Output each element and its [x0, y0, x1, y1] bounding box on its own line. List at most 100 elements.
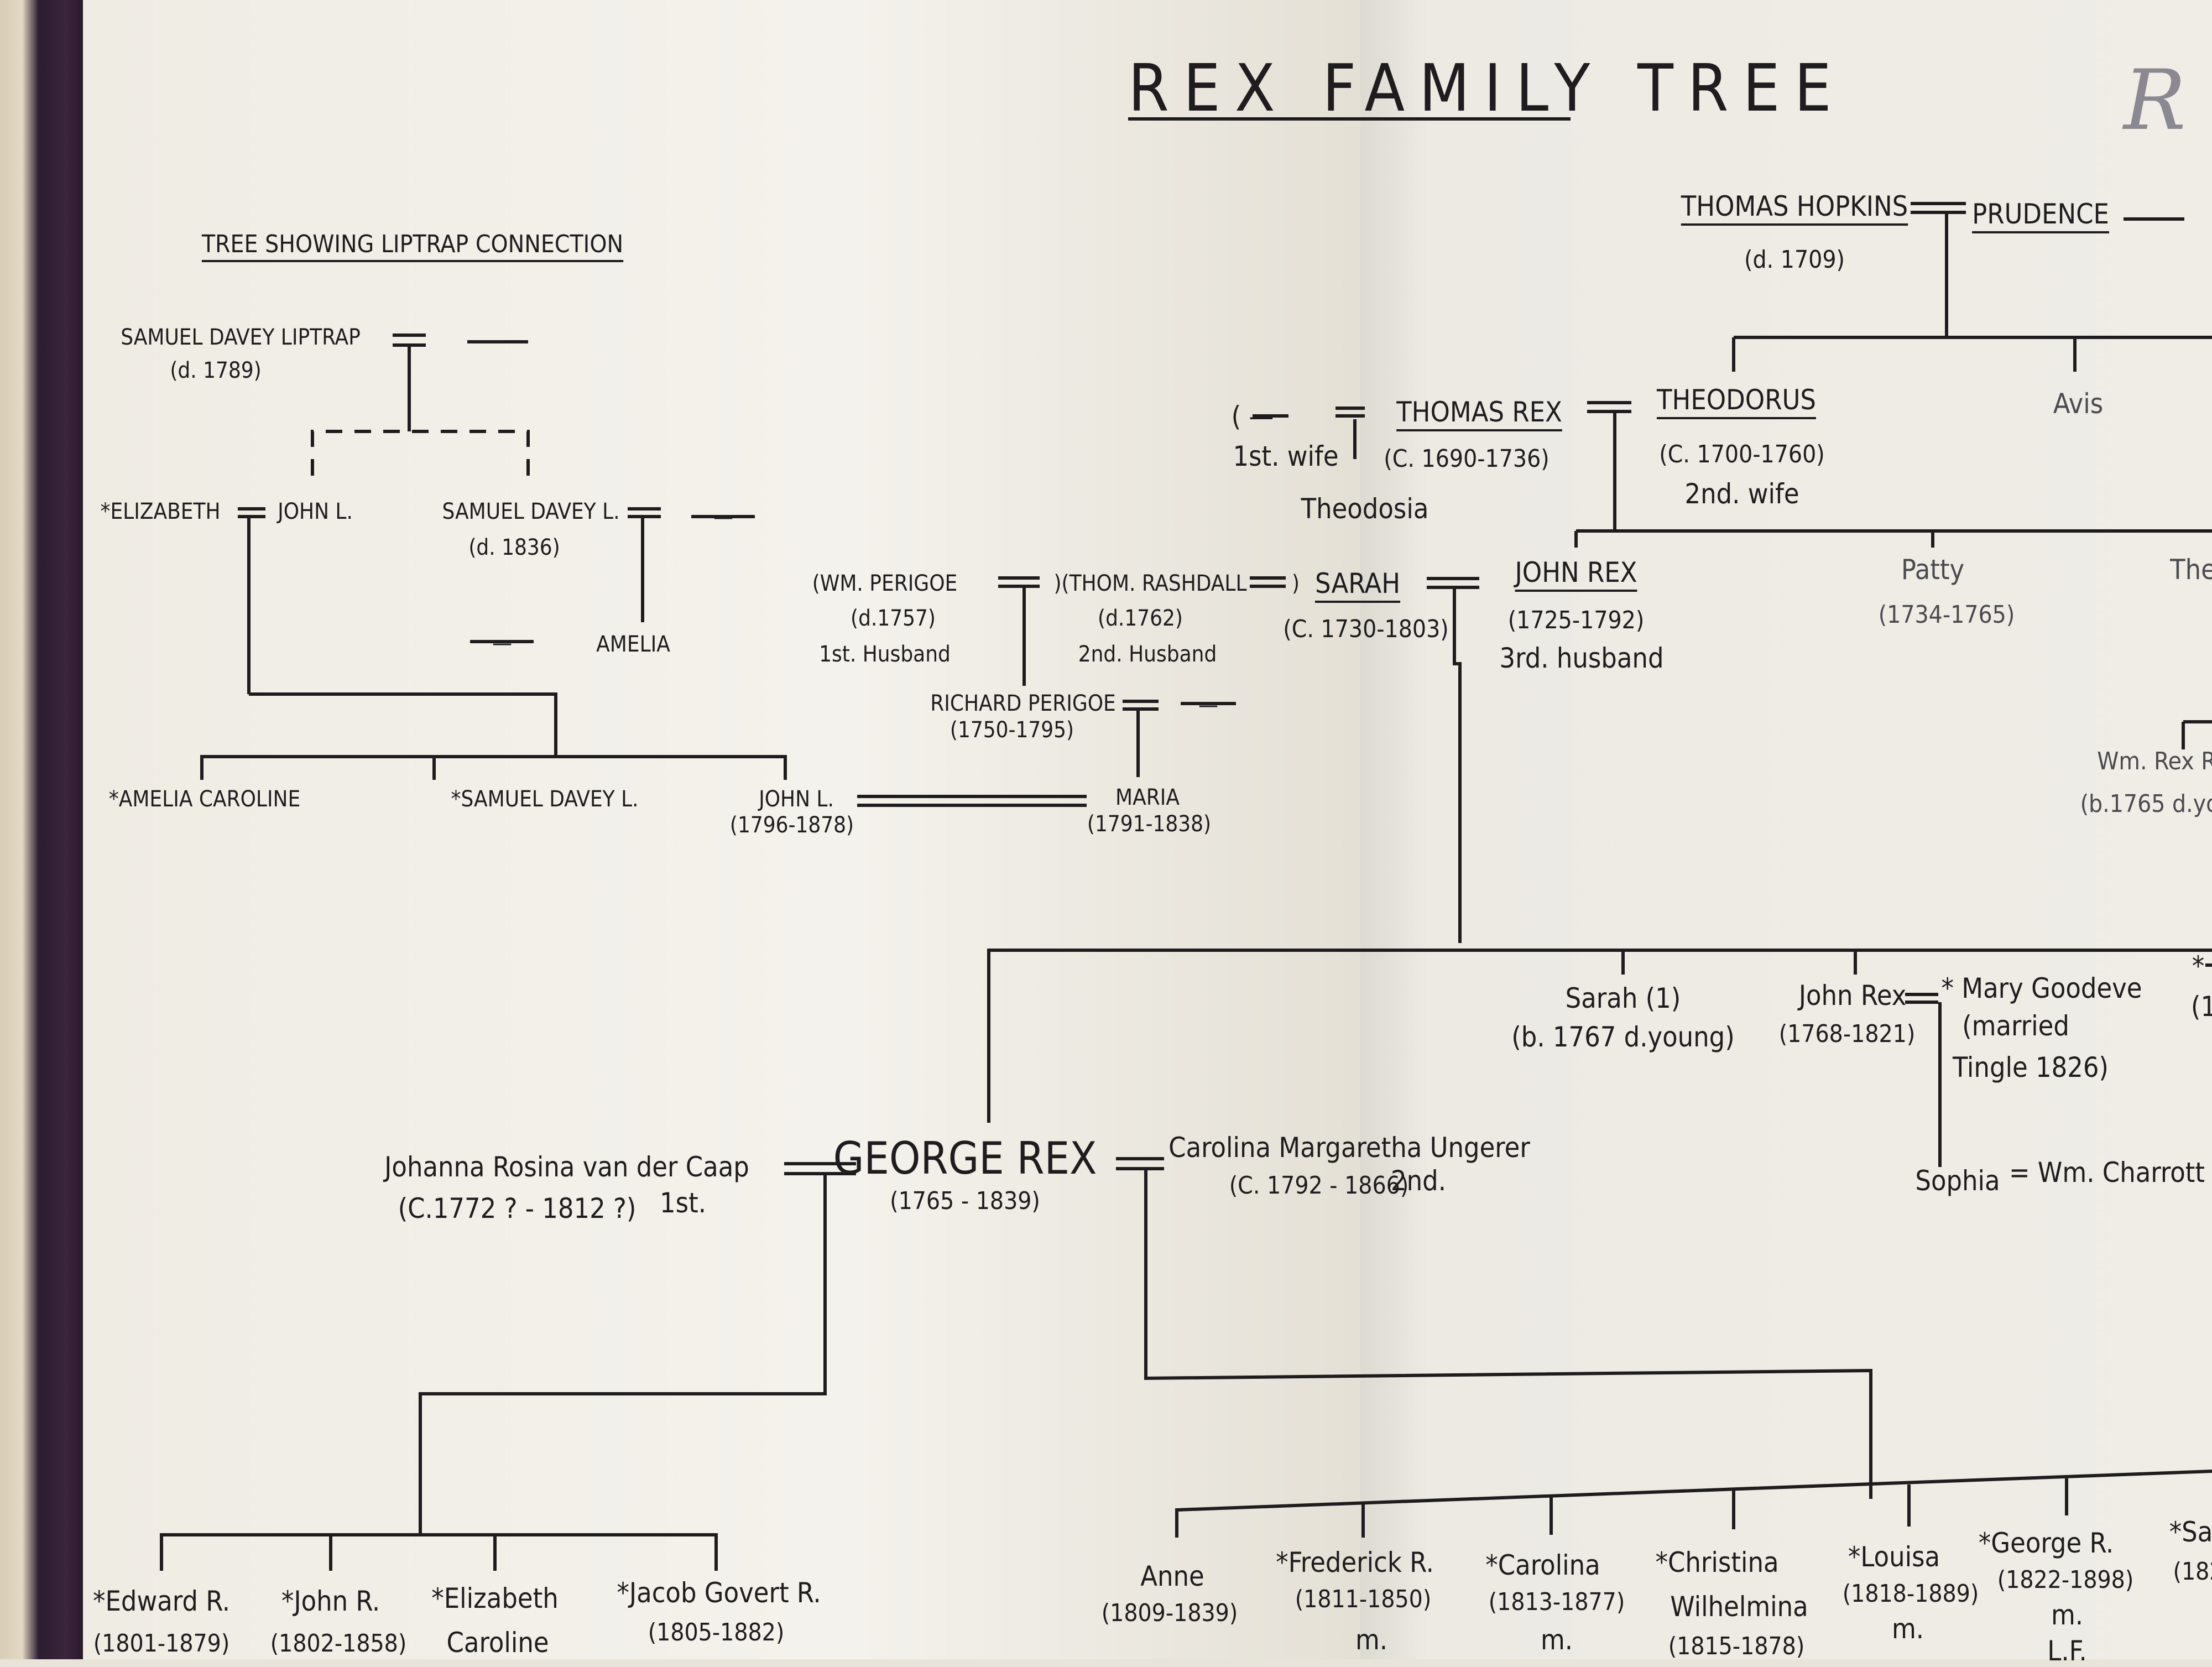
samuel-davey-l-child-name: *SAMUEL DAVEY L. — [451, 788, 638, 810]
the-partial-name: The — [2170, 556, 2212, 584]
child-george-r-name: *George R. — [1979, 1529, 2114, 1557]
thom-rashdall-dates: (d.1762) — [1098, 607, 1183, 629]
wm-rex-partial-dates: (b.1765 d.you — [2080, 792, 2212, 816]
thomas-hopkins-dates: (d. 1709) — [1744, 248, 1845, 272]
child-christina-dates: (1815-1878) — [1668, 1634, 1805, 1659]
richard-perigoe-name: RICHARD PERIGOE — [930, 692, 1116, 715]
page-title: REX FAMILY TREE — [1128, 50, 1846, 126]
theodorus-dates: (C. 1700-1760) — [1659, 442, 1824, 467]
george-rex-dates: (1765 - 1839) — [890, 1189, 1040, 1213]
theodorus-name: THEODORUS — [1657, 386, 1816, 414]
prudence-spouse-unknown: — — [2140, 206, 2162, 230]
child-elizabeth-name-line2: Caroline — [446, 1629, 549, 1656]
child-elizabeth-name: *Elizabeth — [431, 1585, 558, 1612]
sarah-child-name: Sarah (1) — [1566, 984, 1681, 1012]
child-frederick-name: *Frederick R. — [1276, 1549, 1434, 1576]
mary-goodeve-note-2: Tingle 1826) — [1953, 1054, 2109, 1081]
mary-goodeve-name: * Mary Goodeve — [1942, 975, 2142, 1002]
child-christina-name: *Christina — [1655, 1549, 1778, 1576]
child-george-r-dates: (1822-1898) — [1997, 1568, 2134, 1592]
child-partial-sa-dates: (182 — [2173, 1560, 2212, 1584]
thom-rashdall-role: 2nd. Husband — [1078, 643, 1217, 665]
john-rex-role: 3rd. husband — [1499, 644, 1663, 672]
child-edward-name: *Edward R. — [93, 1587, 230, 1615]
child-louisa-name: *Louisa — [1848, 1543, 1940, 1571]
samuel-liptrap-spouse-unknown: — — [491, 330, 510, 352]
edge-partial-dates: (1 — [2191, 993, 2212, 1020]
carolina-ungerer-role: 2nd. — [1391, 1167, 1446, 1195]
patty-name: Patty — [1901, 556, 1964, 584]
mary-goodeve-note-1: (married — [1962, 1012, 2069, 1040]
sarah-dates: (C. 1730-1803) — [1283, 617, 1448, 642]
thom-rashdall-name: )(THOM. RASHDALL — [1054, 572, 1247, 595]
avis-name: Avis — [2053, 390, 2103, 418]
john-rex-child-dates: (1768-1821) — [1779, 1022, 1916, 1046]
wm-charrott-name: = Wm. Charrott — [2009, 1159, 2205, 1186]
carolina-ungerer-name: Carolina Margaretha Ungerer — [1168, 1134, 1530, 1161]
child-carolina-dates: (1813-1877) — [1489, 1590, 1625, 1614]
wm-rex-partial-name: Wm. Rex R — [2097, 749, 2212, 774]
child-louisa-dates: (1818-1889) — [1843, 1582, 1979, 1606]
sarah-child-dates: (b. 1767 d.young) — [1511, 1023, 1735, 1051]
amelia-name: AMELIA — [596, 633, 670, 655]
john-l-parent-name: JOHN L. — [278, 501, 353, 523]
child-frederick-note: m. — [1355, 1626, 1387, 1654]
rashdall-closing-bracket: ) — [1292, 572, 1300, 595]
john-l-child-name: JOHN L. — [759, 788, 834, 810]
child-anne-name: Anne — [1140, 1562, 1204, 1590]
maria-dates: (1791-1838) — [1087, 813, 1211, 835]
patty-dates: (1734-1765) — [1879, 603, 2015, 627]
samuel-davey-l-dates: (d. 1836) — [468, 536, 560, 559]
samuel-davey-l-spouse-unknown: — — [713, 506, 733, 528]
first-wife-label: 1st. wife — [1233, 442, 1338, 470]
child-carolina-name: *Carolina — [1485, 1551, 1600, 1579]
wm-perigoe-name: (WM. PERIGOE — [812, 572, 958, 595]
samuel-davey-liptrap-dates: (d. 1789) — [170, 360, 261, 382]
first-marriage-children-bar — [161, 1535, 716, 1571]
thomas-rex-name: THOMAS REX — [1396, 398, 1562, 426]
richard-perigoe-spouse-unknown: — — [1198, 694, 1218, 716]
sophia-name: Sophia — [1915, 1167, 2000, 1195]
child-carolina-note: m. — [1541, 1626, 1573, 1654]
sarah-name: SARAH — [1315, 570, 1400, 597]
child-george-r-note: m. — [2051, 1601, 2083, 1629]
child-anne-dates: (1809-1839) — [1102, 1601, 1238, 1626]
wm-perigoe-role: 1st. Husband — [819, 643, 951, 665]
johanna-name: Johanna Rosina van der Caap — [384, 1153, 749, 1181]
liptrap-children-bar — [202, 757, 785, 780]
child-edward-dates: (1801-1879) — [93, 1632, 230, 1656]
child-jacob-govert-dates: (1805-1882) — [648, 1621, 785, 1645]
johanna-role: 1st. — [660, 1189, 706, 1217]
child-louisa-note: m. — [1892, 1615, 1924, 1643]
child-partial-sa-name: *Sa — [2169, 1518, 2212, 1546]
child-john-dates: (1802-1858) — [270, 1632, 407, 1656]
liptrap-subtitle: TREE SHOWING LIPTRAP CONNECTION — [202, 232, 623, 257]
john-rex-dates: (1725-1792) — [1508, 608, 1645, 633]
amelia-spouse-unknown: — — [492, 632, 512, 654]
theodorus-role: 2nd. wife — [1684, 480, 1799, 508]
samuel-davey-liptrap-name: SAMUEL DAVEY LIPTRAP — [121, 326, 361, 348]
samuel-davey-l-name: SAMUEL DAVEY L. — [442, 501, 619, 523]
liptrap-children-dashed — [312, 431, 528, 487]
john-l-child-dates: (1796-1878) — [730, 814, 854, 836]
carolina-ungerer-dates: (C. 1792 - 1866) — [1229, 1174, 1409, 1198]
first-wife-placeholder: ( — — [1232, 403, 1274, 430]
maria-name: MARIA — [1115, 786, 1180, 809]
child-george-r-note-2: L.F. — [2047, 1637, 2086, 1665]
amelia-caroline-name: *AMELIA CAROLINE — [109, 788, 300, 810]
child-jacob-govert-name: *Jacob Govert R. — [617, 1579, 821, 1607]
johanna-dates: (C.1772 ? - 1812 ?) — [398, 1195, 637, 1222]
child-frederick-dates: (1811-1850) — [1295, 1587, 1432, 1612]
edge-star-marker: * — [2192, 952, 2205, 980]
thomas-rex-dates: (C. 1690-1736) — [1384, 447, 1549, 471]
elizabeth-name: *ELIZABETH — [100, 501, 220, 523]
child-john-name: *John R. — [281, 1587, 380, 1615]
wm-perigoe-dates: (d.1757) — [851, 607, 936, 629]
george-rex-name: GEORGE REX — [833, 1137, 1097, 1181]
prudence-name: PRUDENCE — [1972, 200, 2109, 228]
theodosia-name: Theodosia — [1301, 495, 1429, 523]
john-rex-child-name: John Rex — [1799, 982, 1907, 1009]
john-rex-name: JOHN REX — [1515, 559, 1637, 586]
child-christina-name-line2: Wilhelmina — [1670, 1593, 1808, 1621]
title-underline — [1128, 117, 1571, 121]
